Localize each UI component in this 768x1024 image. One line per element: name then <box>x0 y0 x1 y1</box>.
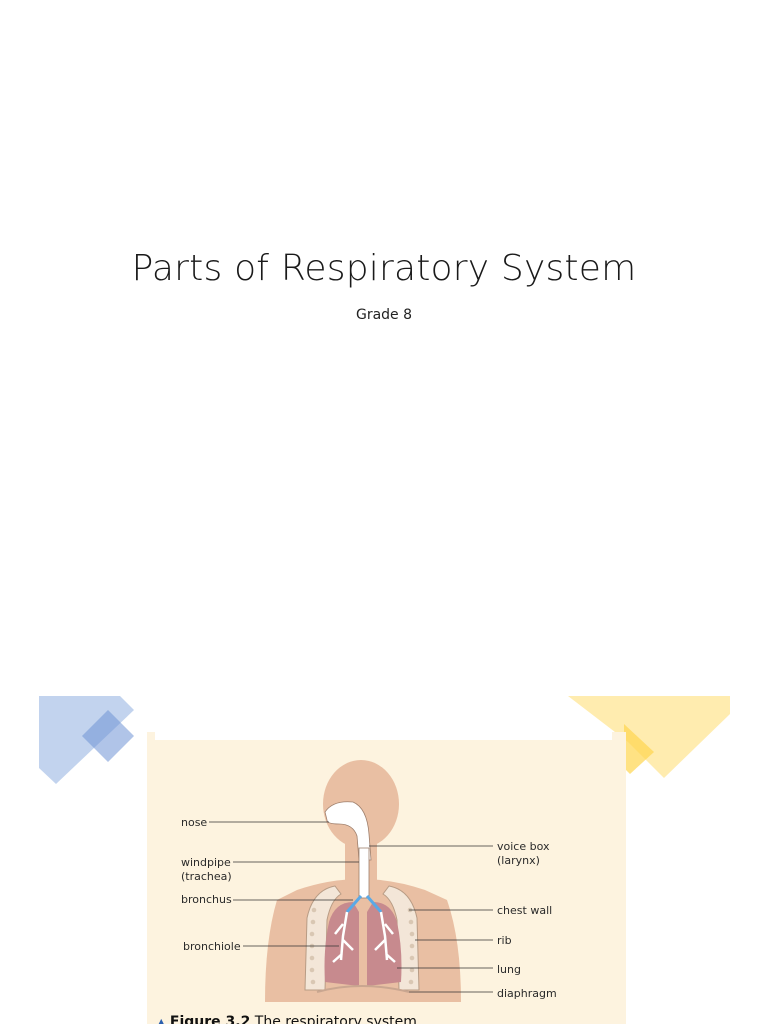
label-nose: nose <box>181 816 208 829</box>
figure-caption: ▲ Figure 3.2 The respiratory system <box>157 1014 417 1024</box>
label-voice-box: voice box <box>497 840 550 853</box>
decorative-blue-shapes <box>39 696 134 784</box>
right-lung <box>367 902 402 986</box>
diaphragm-line <box>316 985 410 993</box>
head-silhouette <box>323 760 399 848</box>
label-rib: rib <box>497 934 512 947</box>
label-trachea: (trachea) <box>181 870 232 883</box>
label-bronchiole: bronchiole <box>183 940 241 953</box>
respiratory-diagram <box>209 760 493 1002</box>
caption-text: The respiratory system <box>250 1014 417 1024</box>
caption-marker-icon: ▲ <box>157 1016 166 1024</box>
slide-subtitle: Grade 8 <box>355 307 413 323</box>
rib-dots <box>309 907 415 985</box>
label-bronchus: bronchus <box>181 893 232 906</box>
label-lung: lung <box>497 963 521 976</box>
label-chest-wall: chest wall <box>497 904 553 917</box>
slide-title: Parts of Respiratory System <box>131 248 637 289</box>
respiratory-figure: nose windpipe (trachea) bronchus bronchi… <box>147 740 621 1024</box>
label-larynx: (larynx) <box>497 854 540 867</box>
leader-lines <box>209 821 493 993</box>
trachea <box>358 847 370 899</box>
bronchioles <box>332 911 396 963</box>
bronchi <box>345 895 383 913</box>
label-windpipe: windpipe <box>181 856 231 869</box>
caption-figure-number: Figure 3.2 <box>169 1014 251 1024</box>
label-diaphragm: diaphragm <box>497 987 557 1000</box>
decorative-yellow-shapes <box>568 696 730 778</box>
